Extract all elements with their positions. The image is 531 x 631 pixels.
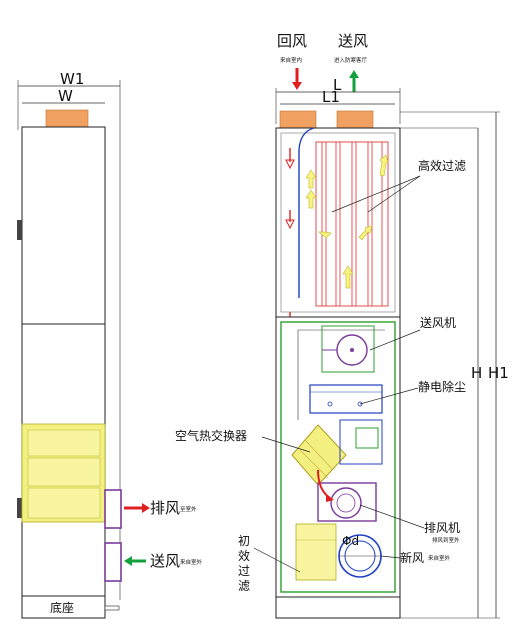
primary-filter-char-2: 效 bbox=[238, 548, 250, 563]
side-exhaust-label: 排风 bbox=[150, 499, 180, 517]
h-label: H bbox=[471, 364, 482, 382]
supply-air-label: 送风 bbox=[338, 32, 368, 50]
return-air-label: 回风 bbox=[277, 32, 307, 50]
w1-label: W1 bbox=[60, 70, 84, 88]
supply-air-sub: 进入防寒客厅 bbox=[334, 56, 368, 64]
side-supply-duct bbox=[104, 542, 122, 582]
phi-label: Φd bbox=[342, 534, 359, 548]
h1-label: H1 bbox=[488, 364, 509, 382]
side-exhaust-duct bbox=[104, 489, 122, 529]
return-duct-line bbox=[298, 127, 315, 298]
side-top-vent bbox=[45, 109, 89, 128]
primary-filter-char-3: 过 bbox=[238, 564, 250, 578]
side-cabinet-upper bbox=[21, 126, 106, 325]
lower-chamber-green-frame bbox=[280, 321, 396, 593]
hepa-filter-stripes bbox=[321, 142, 383, 306]
hinge-top bbox=[17, 220, 22, 240]
exhaust-fan-sub: 排风到室外 bbox=[432, 536, 460, 544]
side-supply-label: 送风 bbox=[150, 552, 180, 570]
supply-vent bbox=[336, 110, 374, 129]
exhaust-fan-housing bbox=[317, 482, 377, 522]
hinge-bottom bbox=[17, 498, 22, 518]
return-vent bbox=[279, 110, 317, 129]
fresh-air-label: 新风 bbox=[400, 550, 424, 565]
side-supply-sub: 来自室外 bbox=[180, 558, 203, 566]
l-label: L bbox=[333, 76, 342, 94]
side-view: W1 W 排风 至室外 送风 来自室外 底座 bbox=[17, 70, 203, 619]
front-view: 回风 来自室内 送风 进入防寒客厅 L L1 bbox=[275, 32, 509, 619]
primary-filter-char-4: 滤 bbox=[238, 579, 250, 593]
heat-exchanger-label: 空气热交换器 bbox=[175, 428, 247, 443]
exhaust-fan-label: 排风机 bbox=[424, 521, 460, 535]
electrostatic-label: 静电除尘 bbox=[418, 379, 466, 394]
supply-fan-label: 送风机 bbox=[420, 315, 456, 330]
exhaust-fan-wheel bbox=[330, 487, 362, 519]
primary-filter-char-1: 初 bbox=[238, 534, 250, 548]
callouts: 高效过滤 送风机 静电除尘 空气热交换器 排风机 排风到室外 新风 来自室外 初… bbox=[175, 158, 466, 593]
return-air-sub: 来自室内 bbox=[280, 56, 302, 64]
supply-fan-housing bbox=[321, 325, 375, 373]
side-base-label: 底座 bbox=[50, 600, 74, 615]
primary-filter bbox=[295, 523, 337, 581]
l1-label: L1 bbox=[322, 88, 340, 106]
hepa-filter-label: 高效过滤 bbox=[418, 158, 466, 173]
front-base bbox=[275, 596, 401, 619]
side-exhaust-sub: 至室外 bbox=[180, 505, 197, 513]
bypass-box bbox=[339, 419, 383, 465]
electrostatic-unit bbox=[309, 384, 383, 414]
w-label: W bbox=[58, 87, 73, 105]
fresh-air-sub: 来自室外 bbox=[428, 554, 451, 562]
